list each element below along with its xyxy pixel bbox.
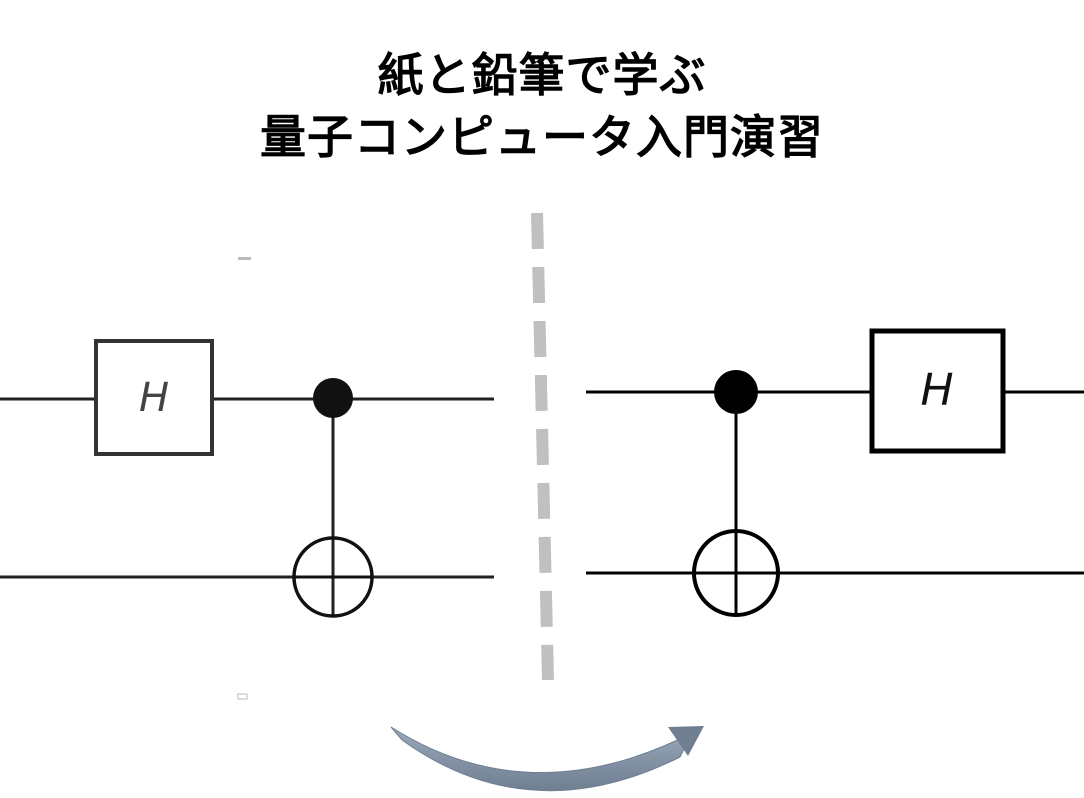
left-small-mark-top [238, 257, 251, 260]
title-line-2: 量子コンピュータ入門演習 [260, 110, 824, 164]
swap-arrow-icon [390, 726, 704, 792]
title-line-1: 紙と鉛筆で学ぶ [377, 48, 707, 102]
right-circuit: H [586, 328, 1084, 617]
left-hadamard-gate [94, 339, 214, 456]
right-hadamard-label: H [920, 365, 953, 416]
left-control-dot [313, 378, 353, 418]
left-hadamard-label: H [139, 375, 169, 421]
left-circuit: H [0, 257, 494, 700]
left-small-mark-bottom [237, 693, 248, 700]
right-control-dot [714, 370, 758, 414]
right-hadamard-gate [869, 328, 1006, 454]
divider-dashed-line [531, 212, 554, 681]
